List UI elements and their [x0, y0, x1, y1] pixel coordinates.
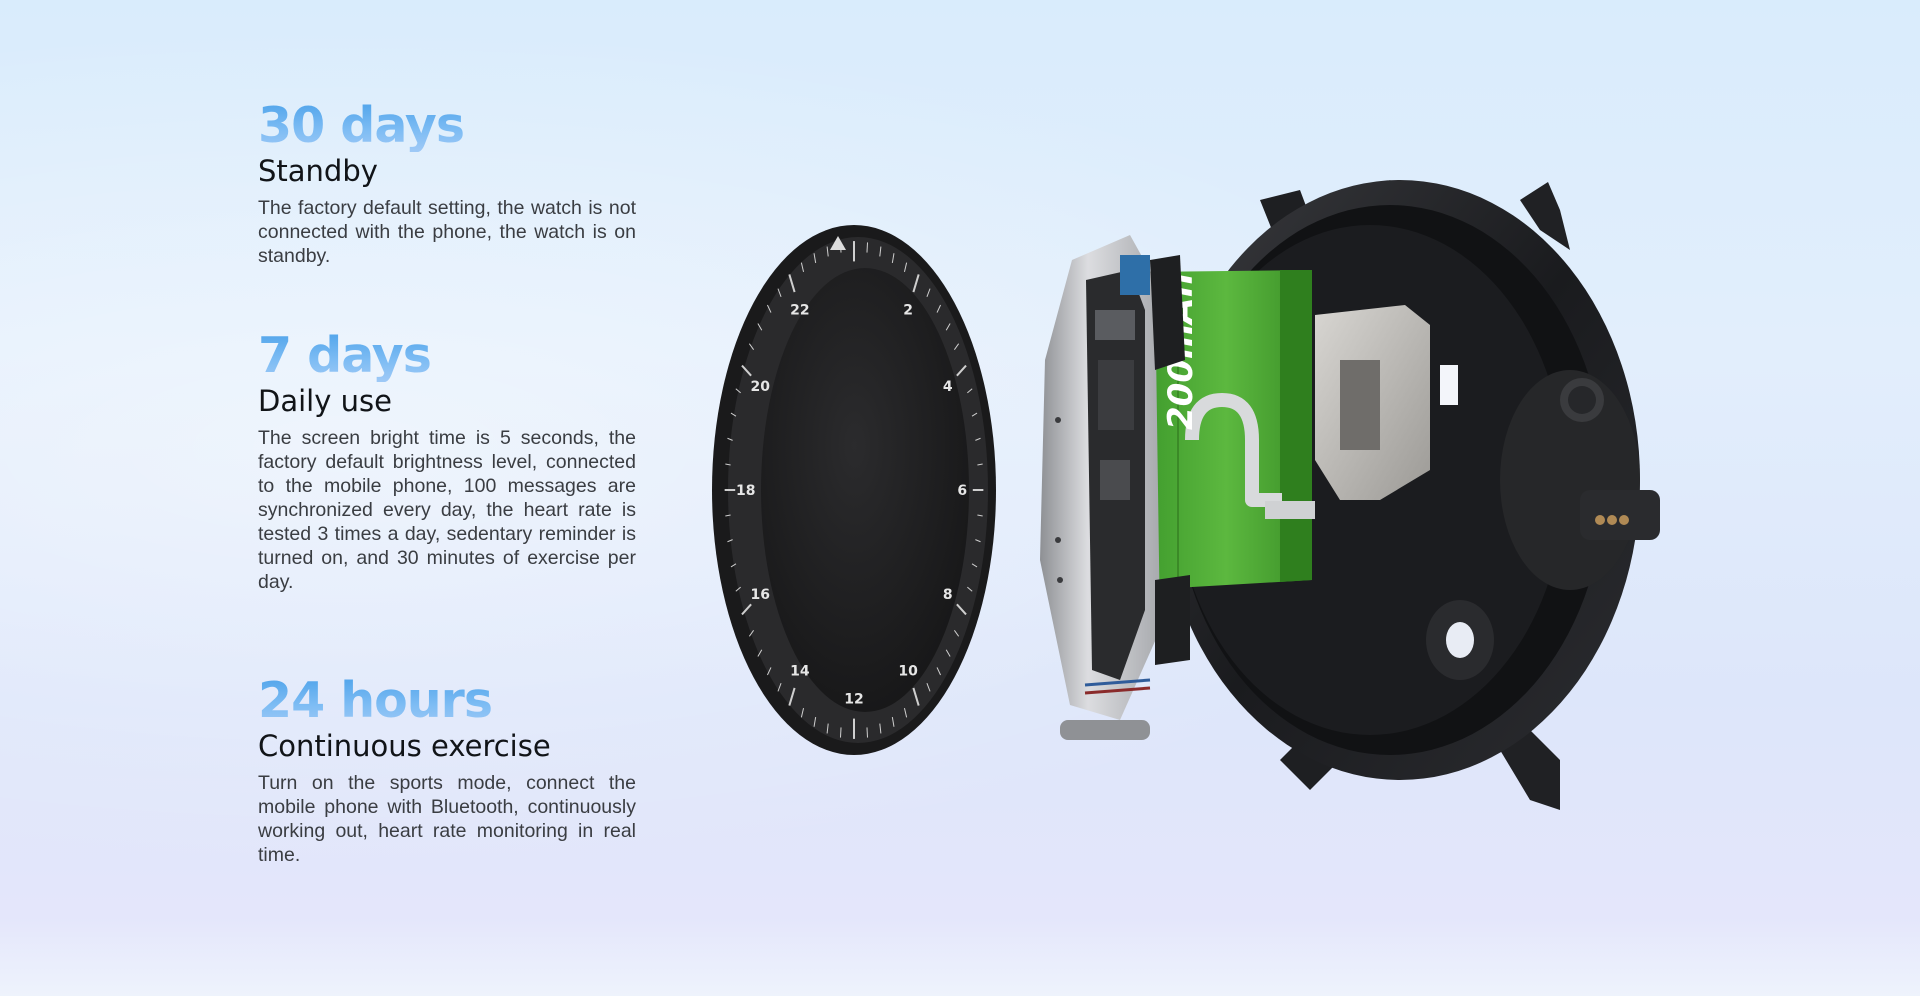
spec-block-standby: 30 days Standby The factory default sett…: [258, 100, 636, 268]
bezel-number: 12: [844, 691, 863, 707]
spec-value: 7 days: [258, 330, 636, 382]
bezel-tick: [777, 682, 782, 692]
bezel-ticks: [724, 241, 984, 739]
bezel-tick: [953, 343, 960, 350]
circuit-board: [1040, 235, 1190, 740]
bezel-marker-icon: [830, 236, 846, 250]
bezel-tick: [945, 649, 951, 657]
bezel-tick: [977, 514, 983, 517]
bezel-tick: [730, 563, 737, 568]
bezel-tick: [788, 274, 796, 293]
bezel-tick: [727, 539, 733, 543]
spec-value: 30 days: [258, 100, 636, 152]
bezel-tick: [953, 630, 960, 637]
bezel-tick: [800, 262, 805, 272]
bezel-number: 4: [943, 379, 953, 395]
bezel-tick: [748, 343, 755, 350]
bezel-tick: [766, 667, 772, 676]
bezel-tick: [903, 262, 908, 272]
bezel-tick: [788, 687, 796, 706]
spec-description: Turn on the sports mode, connect the mob…: [258, 772, 636, 866]
bezel-number: 14: [790, 663, 810, 679]
spec-value: 24 hours: [258, 675, 636, 727]
bezel-tick: [866, 727, 869, 738]
bezel-tick: [826, 723, 829, 734]
bezel-tick: [891, 253, 895, 264]
spec-title: Continuous exercise: [258, 729, 551, 763]
spec-block-continuous-exercise: 24 hours Continuous exercise Turn on the…: [258, 675, 636, 867]
spec-title: Standby: [258, 154, 378, 188]
bezel-number: 10: [898, 663, 918, 679]
bezel-tick: [826, 246, 829, 257]
bezel-tick: [912, 274, 920, 293]
bezel-tick: [748, 630, 755, 637]
bezel-tick: [800, 708, 805, 718]
bezel-tick: [725, 463, 731, 466]
bezel-tick: [741, 364, 752, 377]
bezel-number: 2: [903, 303, 913, 319]
bezel-tick: [936, 304, 942, 313]
bezel-tick: [936, 667, 942, 676]
bezel-number: 8: [943, 587, 953, 603]
bezel-tick: [971, 563, 978, 568]
bezel-tick: [975, 437, 981, 441]
spec-block-daily-use: 7 days Daily use The screen bright time …: [258, 330, 636, 594]
bezel-tick: [777, 288, 782, 298]
bezel-tick: [926, 288, 931, 298]
bezel-numbers: 2 4 6 8 10 12 14 16 18 20 22: [736, 303, 967, 708]
bezel-tick: [903, 708, 908, 718]
metal-bracket: [1315, 305, 1458, 500]
spec-description: The factory default setting, the watch i…: [258, 197, 636, 267]
bezel-tick: [813, 716, 817, 727]
bezel-number: 22: [790, 303, 809, 319]
bezel-tick: [757, 323, 763, 331]
bezel-tick: [735, 586, 741, 592]
bezel-tick: [866, 242, 869, 253]
bezel-tick: [813, 253, 817, 264]
bezel-tick: [891, 716, 895, 727]
bezel-tick: [912, 687, 920, 706]
bezel-tick: [956, 364, 967, 377]
bezel-tick: [725, 514, 731, 517]
bezel-tick: [839, 727, 842, 738]
spec-title: Daily use: [258, 384, 392, 418]
bezel-number: 18: [736, 483, 755, 499]
bezel-tick: [967, 586, 973, 592]
bezel-tick: [956, 603, 967, 616]
watch-face: 2 4 6 8 10 12 14 16 18 20 22: [712, 225, 996, 755]
bezel-tick: [879, 246, 882, 257]
bezel-tick: [730, 412, 737, 417]
bezel-tick: [977, 463, 983, 466]
bezel-number: 16: [751, 587, 770, 603]
bezel-tick: [757, 649, 763, 657]
bezel-number: 20: [751, 379, 771, 395]
bezel-tick: [975, 539, 981, 543]
bezel-tick: [766, 304, 772, 313]
bezel-tick: [945, 323, 951, 331]
bezel-tick: [727, 437, 733, 441]
bezel-tick: [967, 388, 973, 394]
bezel-tick: [741, 603, 752, 616]
bezel-tick: [926, 682, 931, 692]
bezel-tick: [879, 723, 882, 734]
bezel-number: 6: [957, 483, 967, 499]
bezel-tick: [971, 412, 978, 417]
bezel-tick: [735, 388, 741, 394]
spec-description: The screen bright time is 5 seconds, the…: [258, 427, 636, 593]
